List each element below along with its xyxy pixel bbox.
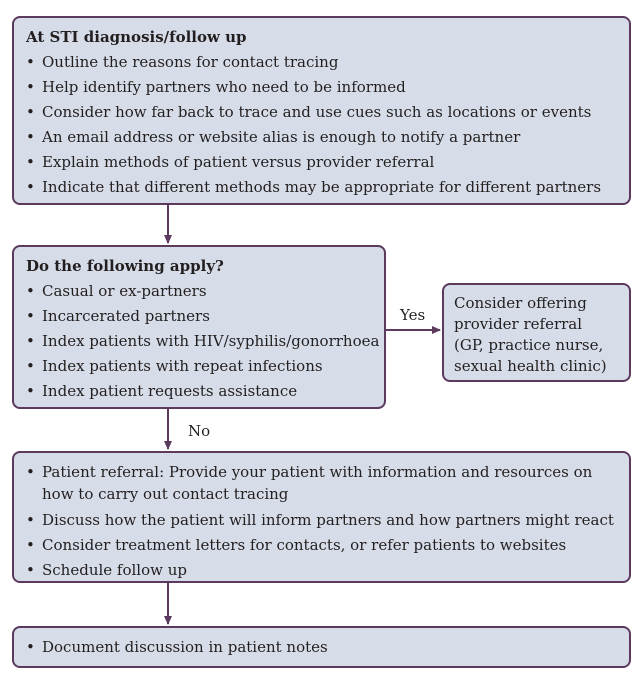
list-item: •Index patients with repeat infections — [24, 354, 379, 379]
bullet-list: •Outline the reasons for contact tracing… — [24, 50, 601, 200]
bullet-icon: • — [26, 382, 35, 400]
list-item: •An email address or website alias is en… — [24, 125, 601, 150]
list-item: •Document discussion in patient notes — [24, 635, 328, 660]
box-patient-referral: •Patient referral: Provide your patient … — [12, 451, 631, 583]
text-line: provider referral — [454, 315, 583, 333]
bullet-icon: • — [26, 638, 35, 656]
list-item: •Patient referral: Provide your patient … — [26, 463, 593, 503]
list-item: •Consider treatment letters for contacts… — [24, 533, 614, 558]
list-item: •Schedule follow up — [24, 558, 614, 583]
list-item: •Indicate that different methods may be … — [24, 175, 601, 200]
bullet-icon: • — [26, 128, 35, 146]
bullet-icon: • — [26, 53, 35, 71]
bullet-icon: • — [26, 561, 35, 579]
box-title: At STI diagnosis/follow up — [26, 28, 247, 46]
bullet-icon: • — [26, 153, 35, 171]
box-title: Do the following apply? — [26, 257, 224, 275]
box-provider-referral: Consider offering provider referral (GP,… — [442, 283, 631, 382]
list-item: •Index patient requests assistance — [24, 379, 379, 404]
list-item: •Index patients with HIV/syphilis/gonorr… — [24, 329, 379, 354]
bullet-list: •Patient referral: Provide your patient … — [24, 461, 614, 583]
box-sti-diagnosis: At STI diagnosis/follow up •Outline the … — [12, 16, 631, 205]
list-item: •Consider how far back to trace and use … — [24, 100, 601, 125]
bullet-icon: • — [26, 78, 35, 96]
box-do-following-apply: Do the following apply? •Casual or ex-pa… — [12, 245, 386, 409]
provider-referral-text: Consider offering provider referral (GP,… — [454, 293, 607, 377]
text-line: (GP, practice nurse, — [454, 336, 604, 354]
bullet-icon: • — [26, 103, 35, 121]
list-item: •Explain methods of patient versus provi… — [24, 150, 601, 175]
box-document-discussion: •Document discussion in patient notes — [12, 626, 631, 668]
list-item: •Incarcerated partners — [24, 304, 379, 329]
bullet-list: •Casual or ex-partners •Incarcerated par… — [24, 279, 379, 404]
list-item: •Casual or ex-partners — [24, 279, 379, 304]
yes-label: Yes — [400, 306, 426, 324]
list-item: •Outline the reasons for contact tracing — [24, 50, 601, 75]
list-item: •Discuss how the patient will inform par… — [24, 508, 614, 533]
list-item: •Help identify partners who need to be i… — [24, 75, 601, 100]
bullet-icon: • — [26, 178, 35, 196]
bullet-icon: • — [26, 332, 35, 350]
bullet-icon: • — [26, 511, 35, 529]
text-line: Consider offering — [454, 294, 587, 312]
bullet-icon: • — [26, 357, 35, 375]
bullet-icon: • — [26, 536, 35, 554]
bullet-list: •Document discussion in patient notes — [24, 635, 328, 660]
no-label: No — [188, 422, 211, 440]
bullet-icon: • — [26, 307, 35, 325]
text-line: sexual health clinic) — [454, 357, 607, 375]
bullet-icon: • — [26, 282, 35, 300]
bullet-icon: • — [26, 463, 35, 481]
